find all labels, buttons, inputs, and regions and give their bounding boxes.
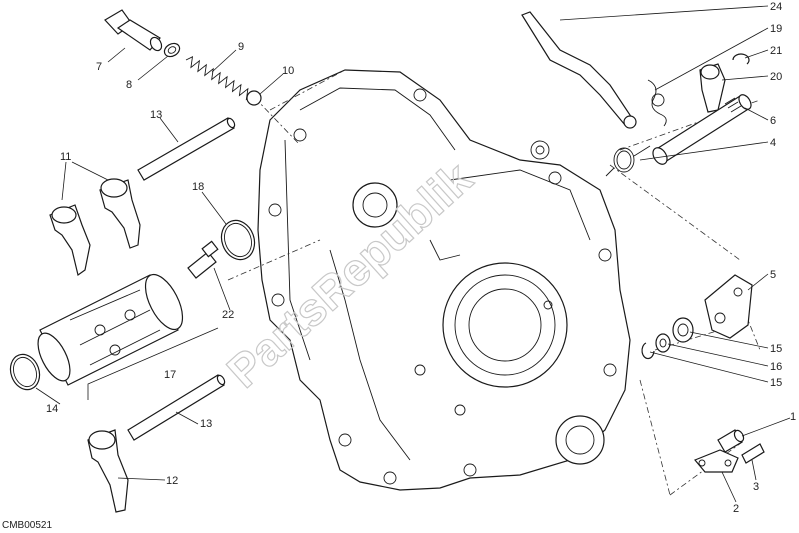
callout-22: 21 [770,45,782,57]
part-23-sensor [187,240,219,279]
part-10-ball [246,90,262,106]
callout-labels: 7 8 9 10 13 11 18 22 17 14 13 13 13 13 1… [46,1,796,515]
callout-5: 5 [770,269,776,281]
part-24-lever [521,11,637,129]
part-18-selector-drum [37,273,184,386]
callout-2: 2 [733,503,739,515]
part-20-spring [647,79,667,127]
callout-10: 10 [282,65,294,77]
callout-18: 17 [164,369,176,381]
reference-code: CMB00521 [2,520,52,531]
part-5-plate [704,274,753,339]
part-19-o-ring [220,219,256,261]
part-11-shift-forks [49,178,141,277]
part-8-washer [163,42,181,58]
callout-16: 15 [770,343,782,355]
callout-19: 18 [192,181,204,193]
part-21-lever [699,63,726,113]
callout-17: 16 [770,361,782,373]
callout-4: 4 [770,137,776,149]
callout-13-rod-2: 13 [200,418,212,430]
part-7-shoulder-pin [104,9,163,52]
callout-9: 9 [238,41,244,53]
part-12-shift-fork [87,429,129,513]
part-13-fork-rod-lower [127,374,226,441]
callout-8: 8 [126,79,132,91]
part-3-screw [741,443,765,464]
part-6-gear-shaft [652,94,752,165]
callout-6: 6 [770,115,776,127]
callout-11: 11 [60,151,71,163]
part-9-spring [185,56,254,101]
part-17-washer [655,333,671,353]
callout-23: 22 [222,309,234,321]
callout-3: 3 [753,481,759,493]
callout-14: 14 [46,403,58,415]
part-22-circlip [732,53,750,65]
callout-13-upper: 13 [150,109,162,121]
callout-7: 7 [96,61,102,73]
part-13-fork-rod-upper [137,117,236,181]
part-15-circlip [641,342,655,360]
part-1-screw [717,429,745,453]
callout-24: 24 [770,1,782,13]
callout-15: 15 [770,377,782,389]
part-16-bushing [672,317,694,343]
leader-lines [35,5,791,503]
part-2-bracket [694,449,739,473]
callout-12: 12 [166,475,178,487]
assembly-lines [227,69,761,496]
callout-21: 20 [770,71,782,83]
callout-1: 1 [790,411,796,423]
callout-20: 19 [770,23,782,35]
part-4-torsion-spring [605,145,651,177]
crankcase-half [257,69,631,491]
part-14-circlip [9,353,41,391]
